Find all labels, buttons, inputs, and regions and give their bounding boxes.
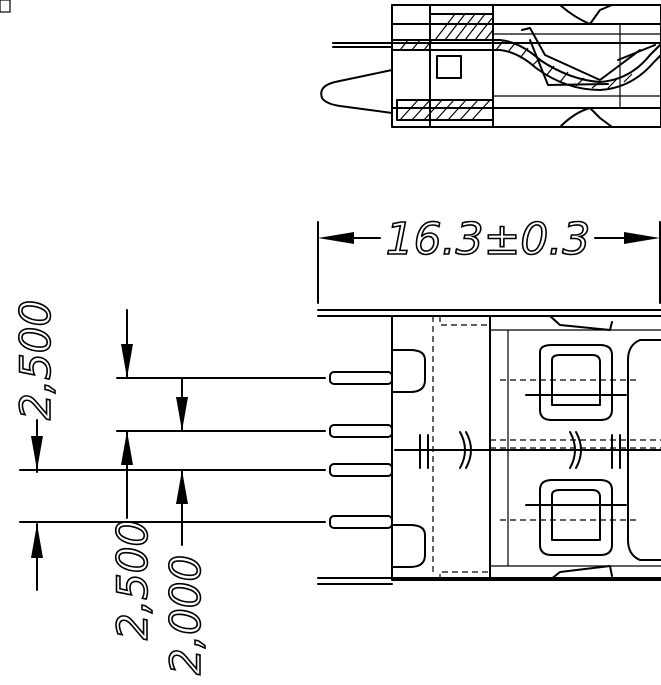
top-side-view — [320, 4, 661, 128]
bottom-plan-view — [317, 309, 661, 585]
pitch-bottom-label: 2,000 — [161, 555, 210, 675]
pin-4 — [329, 515, 393, 529]
pin-3 — [329, 463, 393, 477]
pitch-dimensions: 2,500 2,500 2,000 — [10, 299, 326, 676]
pin-1 — [329, 371, 393, 385]
corner-mark — [0, 0, 11, 13]
pin-2 — [329, 424, 393, 438]
overall-length-label: 16.3±0.3 — [386, 214, 591, 265]
pitch-top-label: 2,500 — [11, 300, 60, 420]
pitch-mid-label: 2,500 — [108, 520, 157, 640]
overall-length-dimension: 16.3±0.3 — [317, 213, 661, 304]
